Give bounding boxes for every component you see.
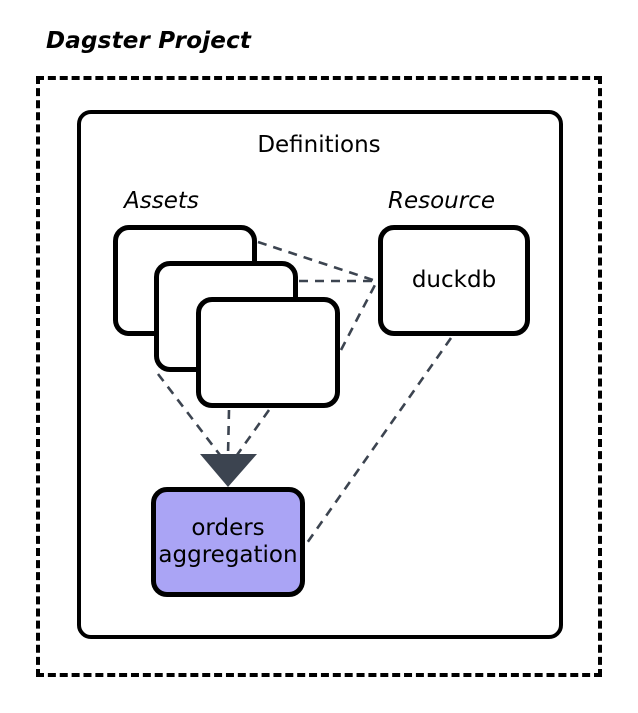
project-title: Dagster Project (46, 28, 252, 54)
orders-aggregation-label-line2: aggregation (158, 542, 298, 568)
definitions-label: Definitions (257, 132, 381, 158)
resource-node-label: duckdb (411, 266, 497, 293)
assets-group-label: Assets (124, 188, 199, 214)
definitions-boundary (77, 110, 563, 639)
resource-group-label: Resource (388, 188, 496, 214)
resource-node-duckdb[interactable]: duckdb (378, 225, 530, 336)
asset-node-orders-aggregation[interactable]: orders aggregation (151, 487, 305, 597)
project-boundary (36, 76, 602, 677)
asset-box-3[interactable] (196, 297, 340, 408)
orders-aggregation-label-line1: orders (191, 514, 265, 541)
